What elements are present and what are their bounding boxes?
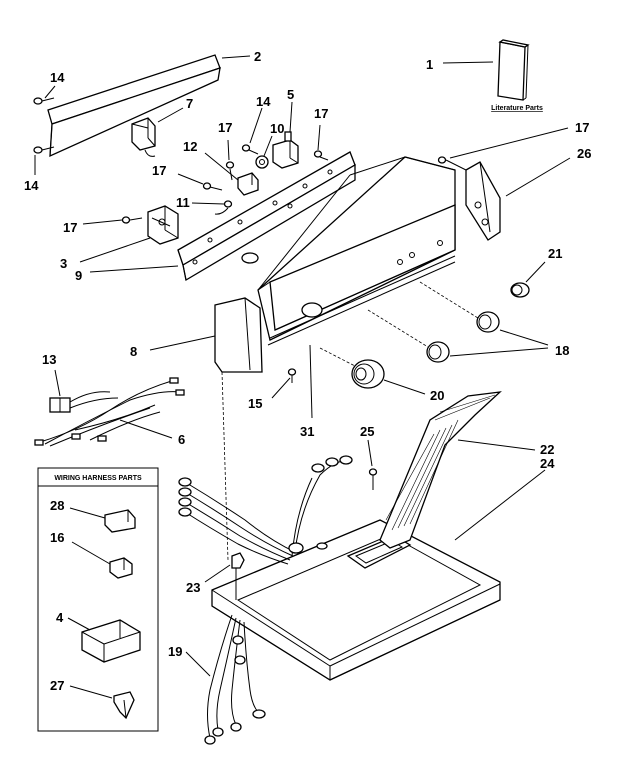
- lint-screen-part-22: [379, 391, 536, 549]
- callout-label: 31: [300, 424, 314, 439]
- harness-box-title: WIRING HARNESS PARTS: [54, 475, 142, 482]
- knob-part-18: [419, 281, 500, 333]
- callout-label: 5: [287, 87, 294, 102]
- callout-label: 24: [540, 456, 555, 471]
- callout-label: 10: [270, 121, 284, 136]
- screw-icon: [437, 127, 569, 171]
- callout-label: 4: [56, 610, 64, 625]
- control-panel-plate: [89, 151, 356, 282]
- screw-icon: [33, 146, 55, 175]
- screw-icon: [191, 200, 233, 215]
- wiring-harness-box: WIRING HARNESS PARTS: [37, 467, 159, 732]
- wire-harness-part-19: [185, 614, 266, 745]
- bracket-part: [131, 107, 184, 157]
- wire-harness-part-6: [34, 377, 185, 447]
- callout-label: 17: [152, 163, 166, 178]
- callout-label: 16: [50, 530, 64, 545]
- end-cap-part-8: [149, 297, 263, 561]
- callout-label: 3: [60, 256, 67, 271]
- callout-label: 27: [50, 678, 64, 693]
- callout-label: 15: [248, 396, 262, 411]
- callout-label: 17: [218, 120, 232, 135]
- screw-icon: [82, 216, 143, 225]
- connector-part-16: [71, 541, 133, 579]
- callout-label: 20: [430, 388, 444, 403]
- knob-part-21: [510, 261, 546, 298]
- bracket-part-3: [79, 205, 179, 263]
- callout-label: 9: [75, 268, 82, 283]
- callout-label: 18: [555, 343, 569, 358]
- screw-icon: [313, 124, 329, 161]
- callout-label: 19: [168, 644, 182, 659]
- literature-parts-caption: Literature Parts: [491, 105, 543, 112]
- callout-label: 14: [256, 94, 271, 109]
- knob-part-18: [367, 309, 450, 363]
- connector-part-13: [49, 369, 119, 413]
- callout-label: 25: [360, 424, 374, 439]
- callout-label: 1: [426, 57, 433, 72]
- literature-parts-booklet: [442, 39, 530, 101]
- callout-label: 17: [575, 120, 589, 135]
- knob-part-20: [319, 347, 426, 395]
- callout-label: 28: [50, 498, 64, 513]
- clip-part-12: [204, 152, 259, 196]
- callout-label: 14: [50, 70, 65, 85]
- grommet-part: [255, 135, 273, 169]
- callout-label: 17: [63, 220, 77, 235]
- callout-label: 2: [254, 49, 261, 64]
- callout-label: 8: [130, 344, 137, 359]
- callout-label: 14: [24, 178, 39, 193]
- wire-harness-bundle: [178, 455, 353, 565]
- screw-icon: [177, 173, 223, 191]
- callout-label: 22: [540, 442, 554, 457]
- callout-label: 23: [186, 580, 200, 595]
- top-panel-part-24: [211, 469, 546, 681]
- callout-label: 26: [577, 146, 591, 161]
- console-body: [257, 156, 456, 419]
- rear-panel-part: [47, 54, 251, 158]
- callout-label: 17: [314, 106, 328, 121]
- callout-label: 21: [548, 246, 562, 261]
- connector-block-part-4: [67, 617, 141, 663]
- screw-icon: [241, 107, 263, 155]
- callout-label: 12: [183, 139, 197, 154]
- screw-icon: [271, 368, 297, 399]
- screw-icon: [367, 439, 378, 490]
- connector-part-28: [69, 507, 136, 533]
- screw-icon: [33, 85, 56, 105]
- clip-part-27: [69, 685, 135, 720]
- callout-label: 6: [178, 432, 185, 447]
- callout-label: 13: [42, 352, 56, 367]
- callout-label: 11: [176, 195, 190, 210]
- bracket-part-26: [465, 157, 571, 241]
- switch-part-5: [272, 101, 299, 169]
- callout-label: 7: [186, 96, 193, 111]
- nut-part-23: [204, 552, 245, 600]
